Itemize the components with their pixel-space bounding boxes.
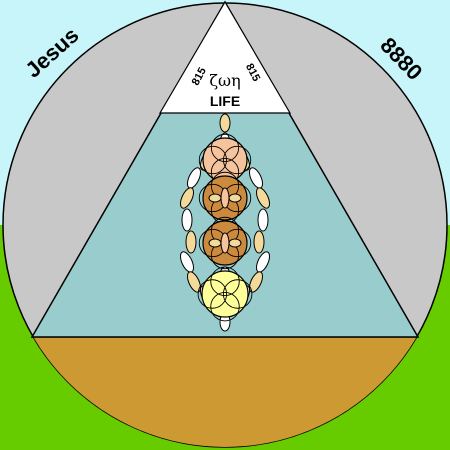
bottom-sphere-arc	[210, 266, 240, 297]
bottom-sphere-arc	[222, 279, 253, 309]
life-label: LIFE	[210, 93, 240, 109]
left-chain-lens	[180, 187, 194, 209]
top-sphere-arc	[210, 133, 240, 162]
greek-word-label: ζωη	[209, 71, 240, 90]
top-sphere	[202, 137, 248, 183]
left-chain-lens	[181, 208, 193, 232]
right-chain-lens	[257, 208, 269, 232]
inner-lens	[220, 187, 230, 209]
inner-lens	[228, 193, 242, 203]
inner-lens	[208, 238, 222, 248]
top-sphere-arc	[223, 145, 252, 175]
inner-lens	[208, 193, 222, 203]
left-chain-lens	[185, 230, 197, 254]
tree-of-life	[180, 113, 270, 332]
bottom-sphere	[201, 270, 249, 318]
triangle-apex	[158, 0, 292, 114]
bottom-sphere-arc	[210, 291, 240, 322]
inner-lens	[220, 232, 230, 254]
right-chain-lens	[256, 187, 270, 209]
inner-lens	[228, 238, 242, 248]
center-lens	[219, 113, 231, 133]
right-chain-lens	[253, 230, 265, 254]
top-sphere-arc	[198, 145, 227, 175]
bottom-sphere-arc	[197, 279, 228, 309]
